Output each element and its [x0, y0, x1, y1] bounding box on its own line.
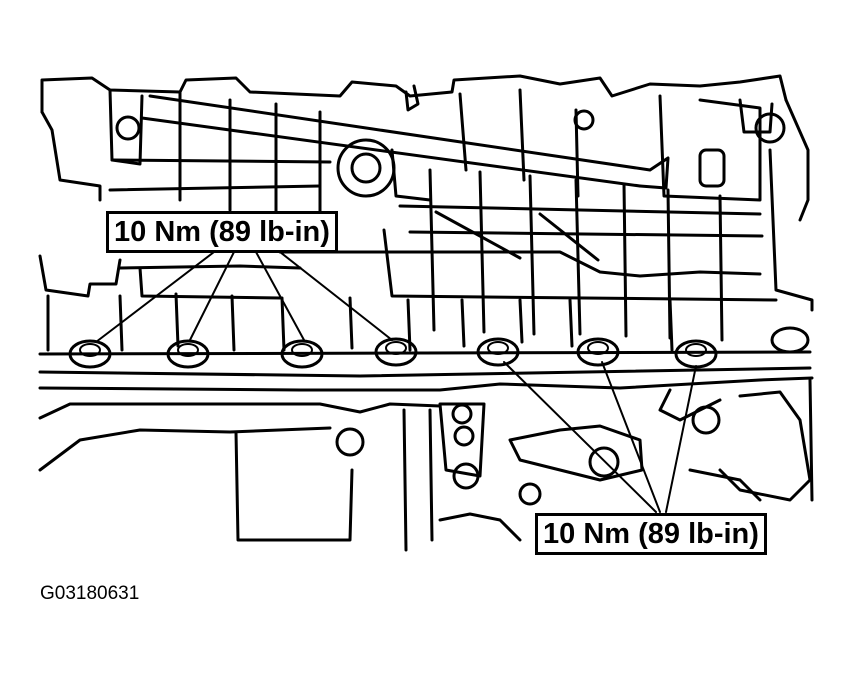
- bolt-2: [166, 339, 210, 369]
- bolt-1: [68, 339, 112, 369]
- flange-lines: [38, 350, 814, 392]
- lower-housing: [38, 378, 814, 552]
- bolt-4: [374, 337, 418, 367]
- torque-callout-bottom: 10 Nm (89 lb-in): [535, 513, 767, 555]
- leader-lines-top: [95, 251, 393, 343]
- bolt-row: [68, 326, 810, 369]
- bolt-7: [674, 339, 718, 369]
- upper-housing: [40, 74, 814, 312]
- figure-code: G03180631: [40, 583, 140, 604]
- bolt-6: [576, 337, 620, 367]
- valve-body-grid: [38, 168, 778, 352]
- bolt-5: [476, 337, 520, 367]
- bolt-8: [770, 326, 810, 354]
- torque-callout-top: 10 Nm (89 lb-in): [106, 211, 338, 253]
- bolt-3: [280, 339, 324, 369]
